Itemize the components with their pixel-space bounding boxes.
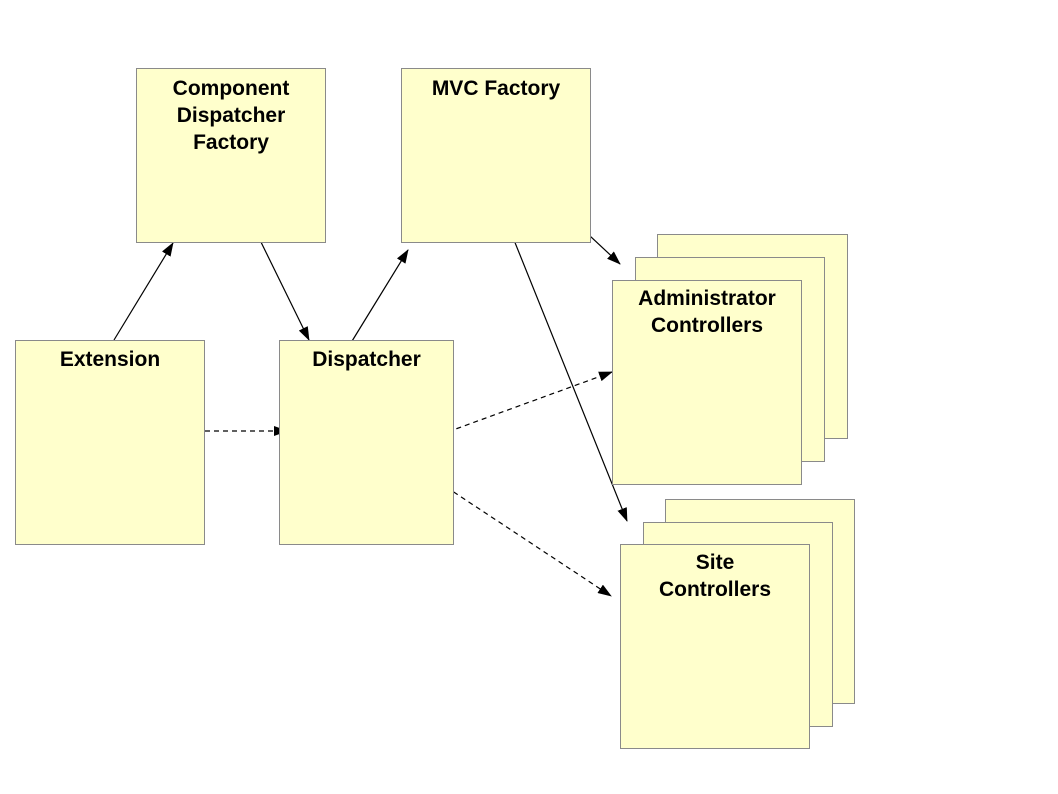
node-mvc-factory-label: MVC Factory <box>431 77 561 100</box>
node-dispatcher-label: Dispatcher <box>312 348 421 371</box>
node-component-dispatcher-factory-label: Component Dispatcher Factory <box>172 77 290 154</box>
node-extension: Extension <box>15 340 205 545</box>
node-mvc-factory: MVC Factory <box>401 68 591 243</box>
edge-dispatcher-to-administrator-controllers <box>430 371 613 439</box>
edge-dispatcher-to-mvc-factory <box>348 249 409 347</box>
node-dispatcher: Dispatcher <box>279 340 454 545</box>
edge-extension-to-component-dispatcher-factory <box>113 242 174 341</box>
node-administrator-controllers-label: Administrator Controllers <box>638 287 776 337</box>
edge-dispatcher-to-site-controllers <box>430 476 612 597</box>
node-administrator-controllers: Administrator Controllers <box>612 280 802 485</box>
node-site-controllers-label: Site Controllers <box>658 551 771 601</box>
node-component-dispatcher-factory: Component Dispatcher Factory <box>136 68 326 243</box>
node-extension-label: Extension <box>59 348 161 371</box>
node-site-controllers: Site Controllers <box>620 544 810 749</box>
edge-component-dispatcher-factory-to-dispatcher <box>257 235 310 341</box>
